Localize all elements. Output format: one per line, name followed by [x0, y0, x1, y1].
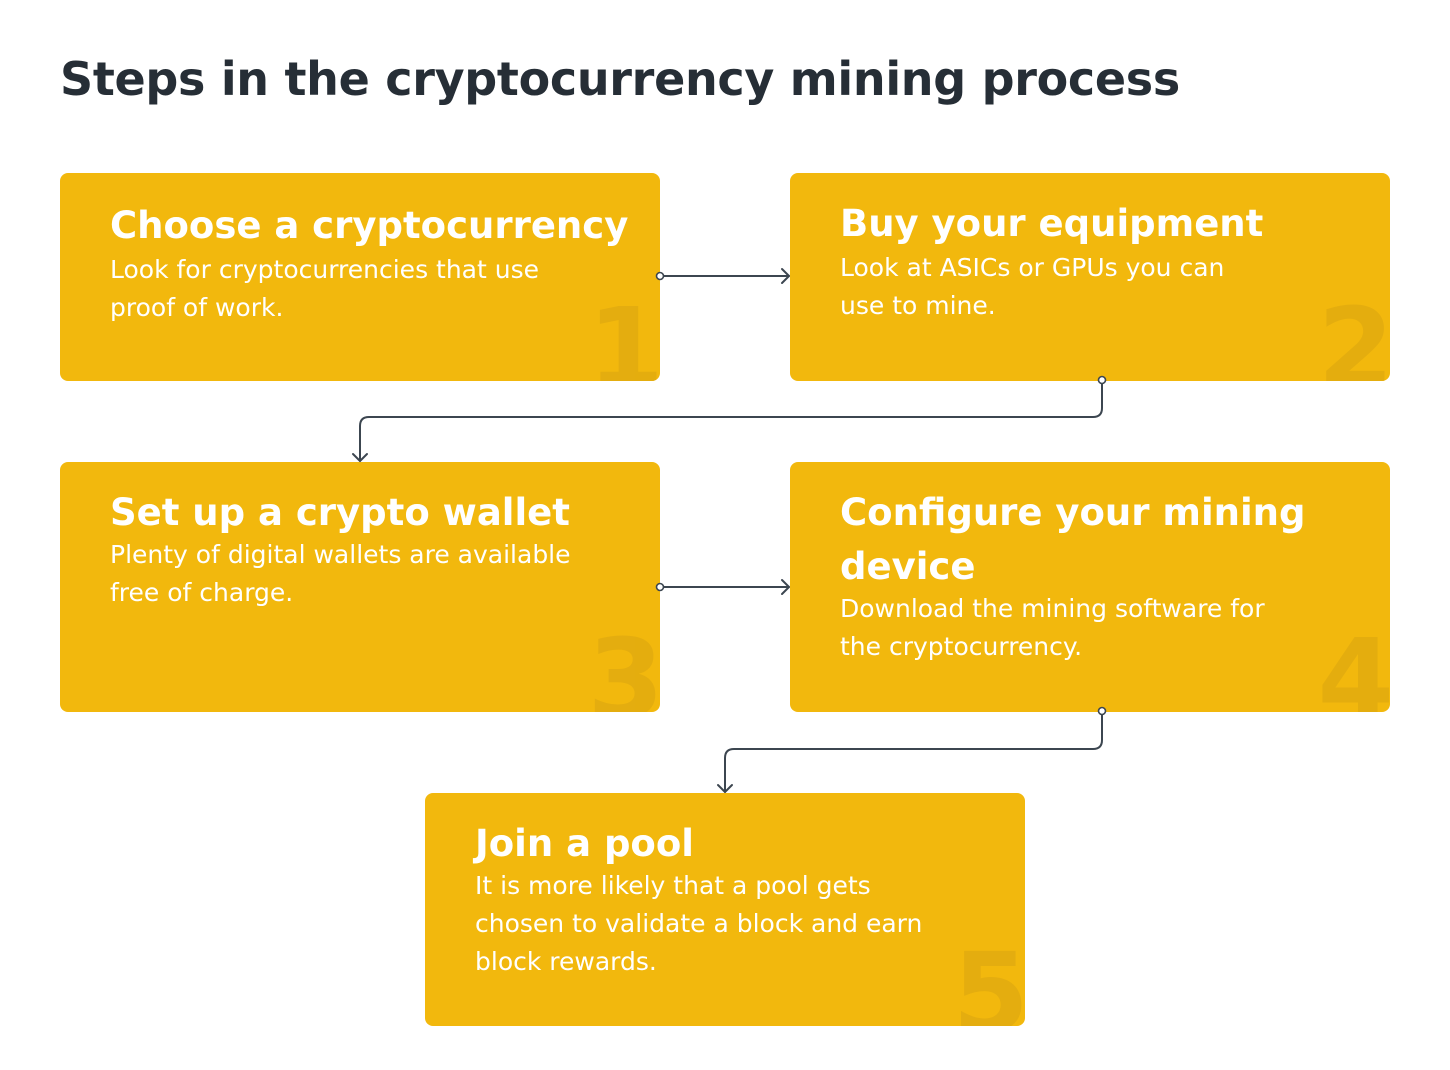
page-title: Steps in the cryptocurrency mining proce… — [60, 52, 1180, 106]
step-description: Look at ASICs or GPUs you can use to min… — [840, 253, 1225, 320]
step-card-2: Buy your equipment Look at ASICs or GPUs… — [790, 173, 1390, 381]
connector-step2-to-step3 — [359, 380, 1103, 462]
step-number: 4 — [1317, 615, 1390, 712]
connector-dot — [1097, 706, 1107, 716]
arrowhead — [781, 268, 790, 284]
step-title: Set up a crypto wallet — [110, 491, 570, 534]
step-description: Plenty of digital wallets are available … — [110, 540, 571, 607]
step-title: Buy your equipment — [840, 202, 1264, 245]
step-number: 1 — [587, 284, 660, 381]
connector-step4-to-step5 — [724, 711, 1103, 793]
step-card-4: Configure your mining device Download th… — [790, 462, 1390, 712]
step-number: 3 — [587, 615, 660, 712]
step-title: Join a pool — [475, 822, 694, 865]
arrowhead — [717, 784, 733, 793]
step-card-5: Join a pool It is more likely that a poo… — [425, 793, 1025, 1026]
step-card-3: Set up a crypto wallet Plenty of digital… — [60, 462, 660, 712]
arrowhead — [781, 579, 790, 595]
step-title: Choose a cryptocurrency — [110, 204, 629, 247]
connector-dot — [1097, 375, 1107, 385]
step-description: Look for cryptocurrencies that use proof… — [110, 255, 540, 322]
step-card-1: Choose a cryptocurrency Look for cryptoc… — [60, 173, 660, 381]
connector-dot — [655, 582, 665, 592]
step-description: It is more likely that a pool gets chose… — [475, 871, 923, 976]
step-number: 5 — [952, 929, 1025, 1026]
step-description: Download the mining software for the cry… — [840, 594, 1265, 661]
step-number: 2 — [1317, 284, 1390, 381]
step-title: Configure your mining device — [840, 491, 1306, 588]
connector-dot — [655, 271, 665, 281]
arrowhead — [352, 453, 368, 462]
